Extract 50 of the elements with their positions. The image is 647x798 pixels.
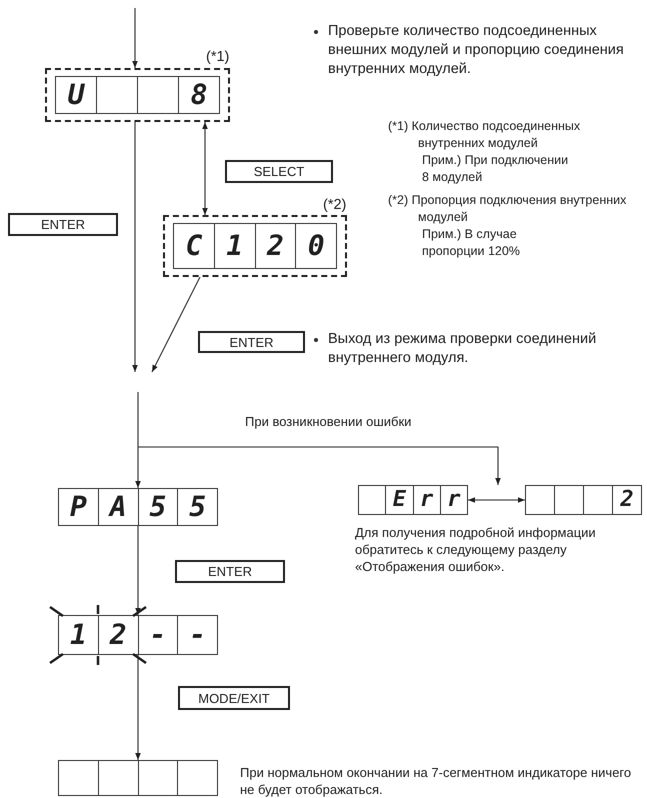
dashed-frame bbox=[45, 68, 230, 122]
bullet-text: Выход из режима проверки соединений внутреннего модуля. bbox=[328, 330, 598, 368]
display-character: 5 bbox=[149, 493, 166, 521]
display-character: r bbox=[447, 489, 460, 511]
note-text: Прим.) В случае пропорции 120% bbox=[422, 226, 521, 260]
display-character: 2 bbox=[620, 489, 634, 511]
display-character: 1 bbox=[226, 232, 244, 260]
key-button: ENTER bbox=[198, 331, 305, 353]
arrow bbox=[132, 8, 138, 68]
display-character: E bbox=[392, 489, 406, 511]
display-character: C bbox=[185, 232, 202, 260]
arrow bbox=[135, 526, 141, 615]
arrow bbox=[135, 392, 141, 488]
display-character: 2 bbox=[110, 621, 127, 649]
segment-display bbox=[525, 485, 642, 515]
arrow bbox=[152, 276, 200, 372]
display-character: 2 bbox=[266, 232, 284, 260]
arrow bbox=[135, 655, 141, 760]
display-character: 5 bbox=[189, 493, 206, 521]
arrow bbox=[138, 446, 501, 485]
display-character: 0 bbox=[308, 232, 325, 260]
footnote-mark: (*2) bbox=[323, 196, 346, 215]
display-character: U bbox=[68, 81, 84, 109]
display-character: P bbox=[70, 493, 87, 521]
display-character: A bbox=[110, 493, 127, 521]
edge-label: При возникновении ошибки bbox=[243, 414, 414, 429]
bullet-text: Проверьте количество подсоединенных внешних модулей и пропорцию соединения внутренних модулей. bbox=[328, 22, 625, 79]
display-character: 8 bbox=[190, 81, 208, 109]
key-button: ENTER bbox=[175, 560, 285, 583]
segment-display bbox=[358, 485, 468, 515]
segment-display bbox=[58, 615, 218, 655]
note-text: (*1) Количество подсоединенных внутренних модулей bbox=[388, 118, 582, 152]
dashed-frame bbox=[163, 215, 347, 277]
key-button: MODE/EXIT bbox=[178, 686, 290, 710]
arrow bbox=[202, 122, 208, 215]
footnote-mark: (*1) bbox=[206, 48, 230, 67]
arrow bbox=[468, 497, 525, 503]
segment-display bbox=[58, 488, 218, 526]
key-button: SELECT bbox=[225, 160, 333, 183]
display-character: r bbox=[420, 489, 434, 511]
note-text: (*2) Пропорция подключения внутренних модулей bbox=[388, 192, 628, 226]
display-character: 1 bbox=[70, 621, 87, 649]
note-text: Для получения подробной информации обратитесь к следующему разделу «Отображения ошибок». bbox=[355, 524, 597, 575]
arrow bbox=[132, 122, 138, 372]
note-text: Прим.) При подключении 8 модулей bbox=[422, 152, 570, 186]
segment-display bbox=[58, 760, 218, 796]
key-button: ENTER bbox=[8, 213, 118, 236]
display-character: - bbox=[189, 621, 206, 649]
note-text: При нормальном окончании на 7-сегментном индикаторе ничего не будет отображаться. bbox=[240, 764, 632, 798]
display-character: - bbox=[149, 621, 166, 649]
